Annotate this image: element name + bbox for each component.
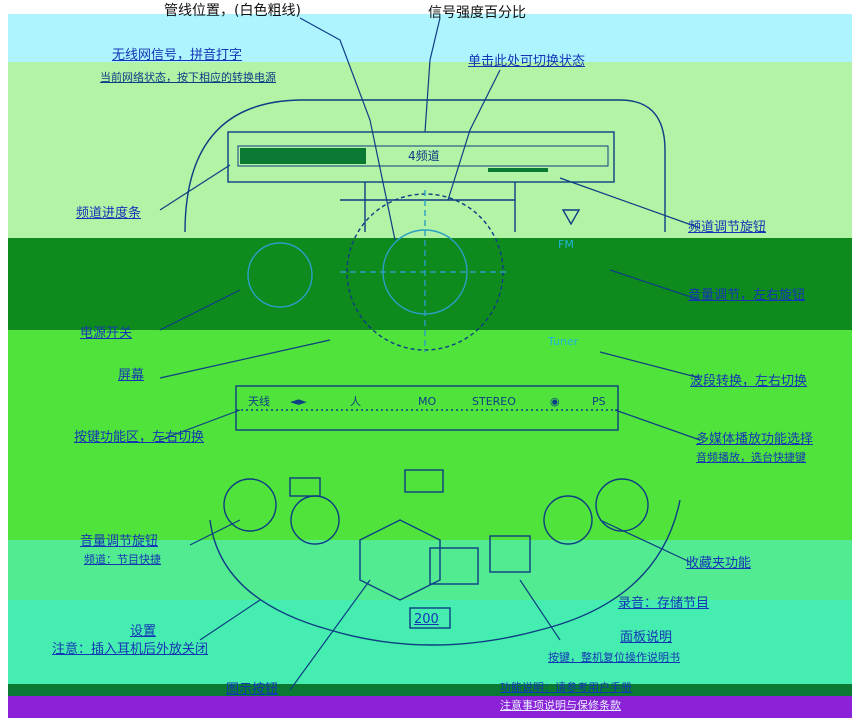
key-cluster-arc [210,500,680,645]
label-bottom-right-2: 按键，整机复位操作说明书 [548,650,680,665]
label-row-right-2: 音频播放，选台快捷键 [696,450,806,465]
label-row-left: 按键功能区，左右切换 [74,430,204,445]
leader-signal [425,18,440,132]
down-arrow-icon [563,210,579,224]
leader-bottom-mid [290,580,370,690]
screen-tuner-text: Tuner [547,335,579,348]
leader-bottom-right [520,580,560,640]
label-right-mid: 频道调节旋钮 [688,220,766,235]
row-icon-7: PS [592,395,606,408]
leader-right-mid [610,270,700,300]
footer-line-2: 注意事项说明与保修条款 [500,698,621,713]
key-left [224,479,276,531]
label-right-top: 单击此处可切换状态 [468,54,585,69]
screen-channel-text: 4频道 [408,149,440,163]
label-cluster-right: 收藏夹功能 [686,556,751,571]
key-upper-left [290,478,320,496]
screen-freq-text: FM [558,238,574,251]
label-cluster-right-2: 录音：存储节目 [618,596,709,611]
label-bottom-left-1: 设置 [130,624,156,639]
row-icon-4: MO [418,395,436,408]
label-cluster-left-2: 频道：节目快捷 [84,552,161,567]
label-bottom-center: 200 [414,612,439,627]
progress-fill [240,148,366,164]
volume-knob [248,243,312,307]
label-screen: 屏幕 [118,368,144,383]
label-progress: 频道进度条 [76,206,141,221]
button-row [236,386,618,430]
key-center-low [430,548,478,584]
label-row-right-1: 多媒体播放功能选择 [696,432,813,447]
leader-bottom-left [200,600,260,640]
row-icon-5: STEREO [472,395,516,408]
label-cursor-position: 管线位置，(白色粗线) [164,4,301,19]
row-icon-2: ◄► [290,395,307,408]
label-cluster-left-1: 音量调节旋钮 [80,534,158,549]
key-right [544,496,592,544]
key-center-hex [360,520,440,600]
row-icon-3: 人 [350,395,361,408]
label-right-upper: 音量调节，左右旋钮 [688,288,805,303]
label-signal: 信号强度百分比 [428,6,526,21]
row-icon-1: 天线 [248,394,270,408]
leader-progress [160,165,230,210]
label-left-top-2: 当前网络状态，按下相应的转换电源 [100,70,276,85]
leader-row-right [615,410,700,440]
leader-band [600,352,700,378]
leader-cluster-right [600,520,690,562]
leader-power [160,290,240,330]
key-right-mid [490,536,530,572]
key-center-top [405,470,443,492]
label-bottom-right: 面板说明 [620,630,672,645]
label-band: 波段转换，左右切换 [690,374,807,389]
leader-cursor [300,18,395,240]
label-power: 电源开关 [80,326,132,341]
label-bottom-left-2: 注意：插入耳机后外放关闭 [52,642,208,657]
leader-switch [448,70,500,200]
key-left-2 [291,496,339,544]
label-left-top-1: 无线网信号，拼音打字 [112,48,242,63]
key-right-2 [596,479,648,531]
row-icon-6: ◉ [550,395,560,408]
leader-screen [160,340,330,378]
label-bottom-mid: 图示按钮 [226,682,278,697]
leader-right-top [560,178,700,228]
footer-line-1: 功能说明：请参考用户手册 [500,680,632,695]
